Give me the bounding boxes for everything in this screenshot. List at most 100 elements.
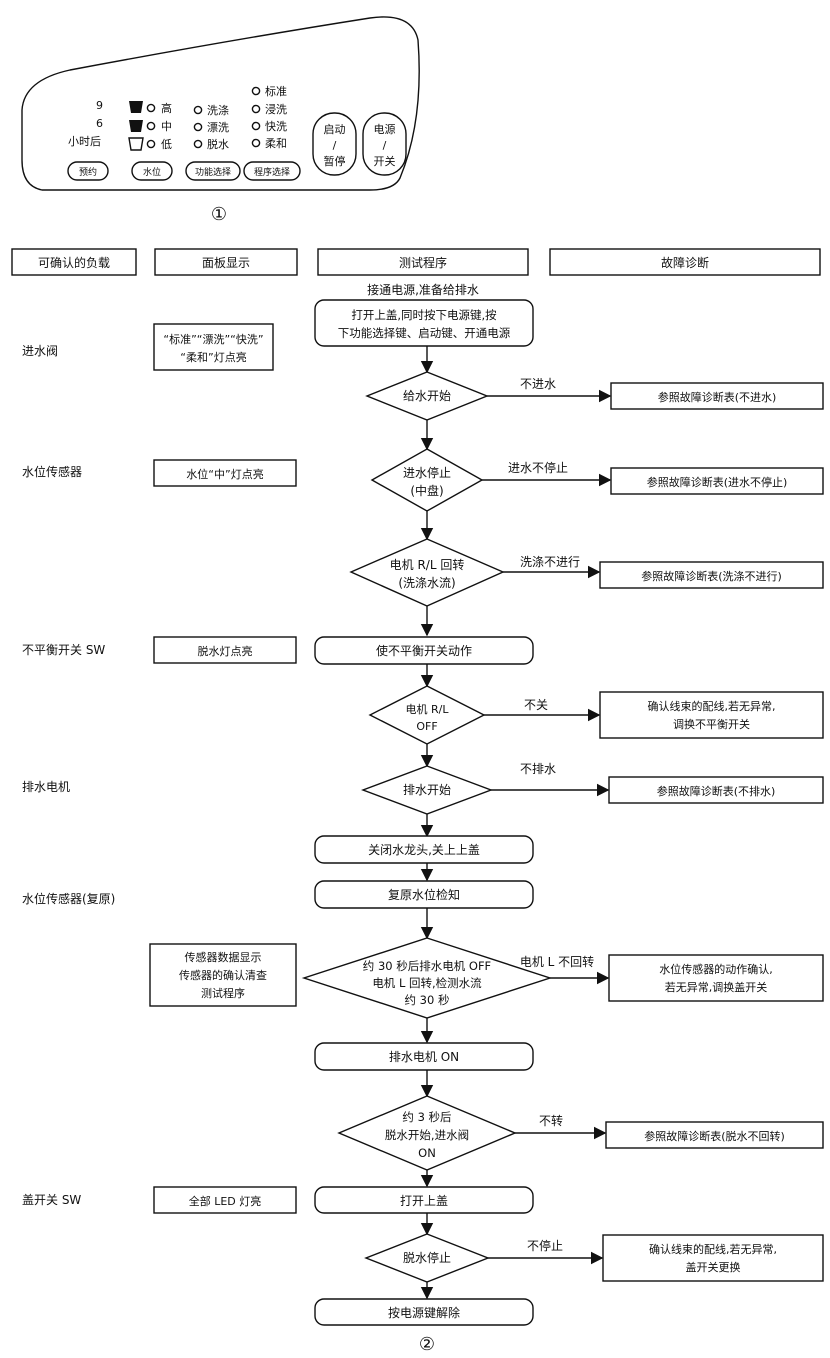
start-pause-button[interactable]: 启动 / 暂停 xyxy=(312,112,357,176)
function-select-key[interactable]: 功能选择 xyxy=(185,161,241,181)
header-program-box xyxy=(317,248,529,276)
water-level-indicators: 高 中 低 xyxy=(128,101,172,151)
header-load-box xyxy=(11,248,137,276)
timer-labels: 9 6 小时后 xyxy=(68,99,103,148)
led-standard xyxy=(251,86,261,96)
timer-label-6: 6 xyxy=(96,117,103,130)
decision-spin-stop: 脱水停止 xyxy=(364,1233,490,1283)
timer-label-hours: 小时后 xyxy=(68,135,101,148)
header-display-box xyxy=(154,248,298,276)
reserve-key-label: 预约 xyxy=(79,166,97,178)
branch-11-label: 不转 xyxy=(539,1113,563,1128)
level-low-icon xyxy=(128,137,144,151)
led-wash xyxy=(193,105,203,115)
step7-label: 关闭水龙头,关上上盖 xyxy=(368,843,480,857)
program-soak-label: 浸洗 xyxy=(265,103,287,116)
header-display: 面板显示 xyxy=(202,256,250,270)
decision-water-supply-start: 给水开始 xyxy=(365,371,489,421)
led-quick xyxy=(251,121,261,131)
diagnosis-box-9: 水位传感器的动作确认, 若无异常,调换盖开关 xyxy=(608,954,824,1002)
step8-label: 复原水位检知 xyxy=(388,887,460,902)
display-2-line-1: 水位“中”灯点亮 xyxy=(186,467,263,481)
process-imbalance-switch: 使不平衡开关动作 xyxy=(314,636,534,665)
program-indicators: 标准 浸洗 快洗 柔和 xyxy=(251,84,287,150)
diagnosis-9-line-1: 水位传感器的动作确认, xyxy=(659,962,773,976)
step9-label-3: 约 30 秒 xyxy=(405,993,450,1007)
branch-13-label: 不停止 xyxy=(527,1238,563,1253)
power-slash: / xyxy=(383,139,387,152)
program-quick-label: 快洗 xyxy=(265,120,287,133)
reserve-key[interactable]: 预约 xyxy=(67,161,109,181)
diagnosis-13-line-2: 盖开关更换 xyxy=(686,1260,741,1274)
pause-label: 暂停 xyxy=(324,154,346,168)
display-3-line-1: 脱水灯点亮 xyxy=(198,644,253,658)
display-box-4: 传感器数据显示 传感器的确认清查 测试程序 xyxy=(149,943,297,1007)
step1-label: 给水开始 xyxy=(403,389,451,403)
load-inlet-valve: 进水阀 xyxy=(22,344,58,358)
water-level-key-label: 水位 xyxy=(143,166,161,178)
branch-5-label: 不关 xyxy=(524,698,548,712)
process-reset-level-detect: 复原水位检知 xyxy=(314,880,534,909)
column-headers: 可确认的负载 面板显示 测试程序 故障诊断 xyxy=(11,248,821,276)
diagnosis-2-line-1: 参照故障诊断表(进水不停止) xyxy=(647,475,788,489)
display-1-line-1: “标准”“漂洗”“快洗” xyxy=(163,332,263,346)
function-select-key-label: 功能选择 xyxy=(195,166,231,178)
step10-label: 排水电机 ON xyxy=(389,1050,459,1064)
control-panel: 9 6 小时后 高 中 低 洗涤 漂洗 脱水 标准 xyxy=(21,16,420,225)
process-open-lid: 打开上盖 xyxy=(314,1186,534,1214)
display-column: “标准”“漂洗”“快洗” “柔和”灯点亮 水位“中”灯点亮 脱水灯点亮 传感器数… xyxy=(149,323,297,1214)
start-note: 接通电源,准备给排水 xyxy=(367,282,479,297)
start-box-line-2: 下功能选择键、启动键、开通电源 xyxy=(338,326,511,340)
timer-label-9: 9 xyxy=(96,99,103,112)
display-5-line-1: 全部 LED 灯亮 xyxy=(189,1194,262,1208)
decision-water-stop: 进水停止 (中盘) xyxy=(370,448,484,512)
program-gentle-label: 柔和 xyxy=(265,137,287,150)
diagnosis-box-11: 参照故障诊断表(脱水不回转) xyxy=(605,1121,824,1149)
function-spin-label: 脱水 xyxy=(207,137,229,151)
diagnosis-box-6: 参照故障诊断表(不排水) xyxy=(608,776,824,804)
diagnosis-6-line-1: 参照故障诊断表(不排水) xyxy=(657,784,776,798)
function-wash-label: 洗涤 xyxy=(207,103,229,117)
display-4-line-1: 传感器数据显示 xyxy=(185,950,262,964)
step4-label: 使不平衡开关动作 xyxy=(376,643,472,658)
program-select-key[interactable]: 程序选择 xyxy=(243,161,301,181)
diagnosis-3-line-1: 参照故障诊断表(洗涤不进行) xyxy=(641,569,782,583)
step2-label-1: 进水停止 xyxy=(403,465,451,480)
diagnosis-box-5: 确认线束的配线,若无异常, 调换不平衡开关 xyxy=(599,691,824,739)
step5-label-1: 电机 R/L xyxy=(406,702,450,716)
load-imbalance-switch: 不平衡开关 SW xyxy=(22,643,105,657)
water-level-key[interactable]: 水位 xyxy=(131,161,173,181)
decision-motor-rotation: 电机 R/L 回转 (洗涤水流) xyxy=(349,538,505,607)
decision-motor-off: 电机 R/L OFF xyxy=(368,685,486,745)
header-diagnosis-box xyxy=(549,248,821,276)
load-water-level-sensor: 水位传感器 xyxy=(22,464,82,479)
figure-label-2: ② xyxy=(419,1334,435,1355)
level-high-icon xyxy=(129,101,143,113)
process-close-tap: 关闭水龙头,关上上盖 xyxy=(314,835,534,864)
diagnosis-9-line-2: 若无异常,调换盖开关 xyxy=(665,980,768,994)
level-low-label: 低 xyxy=(161,138,172,151)
load-lid-switch: 盖开关 SW xyxy=(22,1193,81,1207)
display-box-1: “标准”“漂洗”“快洗” “柔和”灯点亮 xyxy=(153,323,274,371)
diagnosis-13-line-1: 确认线束的配线,若无异常, xyxy=(649,1242,777,1256)
led-soak xyxy=(251,104,261,114)
display-box-5: 全部 LED 灯亮 xyxy=(153,1186,297,1214)
load-column: 进水阀 水位传感器 不平衡开关 SW 排水电机 水位传感器(复原) 盖开关 SW xyxy=(22,344,115,1207)
start-box-line-1: 打开上盖,同时按下电源键,按 xyxy=(351,308,497,322)
step3-label-1: 电机 R/L 回转 xyxy=(390,557,465,572)
step6-label: 排水开始 xyxy=(403,783,451,797)
diagnosis-box-3: 参照故障诊断表(洗涤不进行) xyxy=(599,561,824,589)
display-box-2: 水位“中”灯点亮 xyxy=(153,459,297,487)
power-button[interactable]: 电源 / 开关 xyxy=(362,112,407,176)
step9-label-1: 约 30 秒后排水电机 OFF xyxy=(363,959,491,973)
load-drain-motor: 排水电机 xyxy=(22,780,70,794)
led-rinse xyxy=(193,122,203,132)
diagnosis-5-line-2: 调换不平衡开关 xyxy=(673,717,750,731)
display-box-3: 脱水灯点亮 xyxy=(153,636,297,664)
level-mid-icon xyxy=(129,120,143,132)
step9-label-2: 电机 L 回转,检测水流 xyxy=(372,976,482,990)
step11-label-2: 脱水开始,进水阀 xyxy=(385,1128,469,1142)
display-1-line-2: “柔和”灯点亮 xyxy=(180,350,246,364)
load-water-level-sensor-reset: 水位传感器(复原) xyxy=(22,891,115,906)
